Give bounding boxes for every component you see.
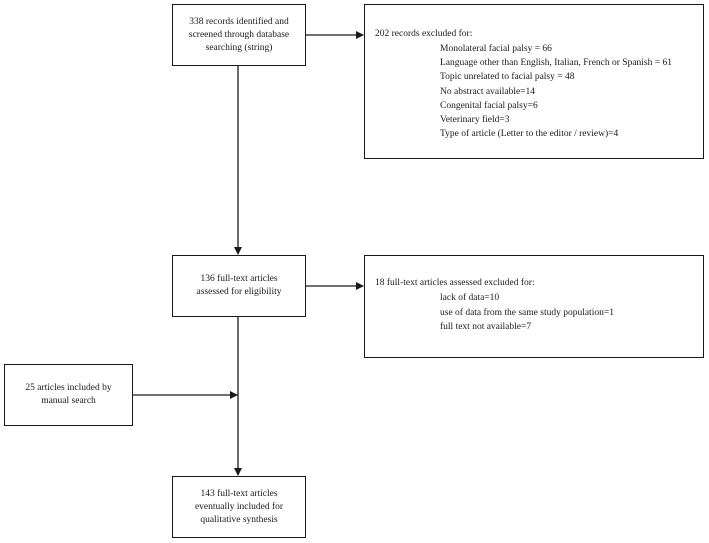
fulltext-assessed-line-1: 136 full-text articles (200, 274, 278, 284)
records-excluded-box: 202 records excluded for: Monolateral fa… (364, 4, 704, 159)
included-studies-box: 143 full-text articles eventually includ… (172, 476, 306, 538)
records-excluded-reasons: Monolateral facial palsy = 66 Language o… (440, 42, 672, 141)
excluded-reason-topic: Topic unrelated to facial palsy = 48 (440, 72, 575, 83)
fulltext-excluded-heading: 18 full-text articles assessed excluded … (375, 278, 535, 288)
manual-search-box: 25 articles included by manual search (4, 364, 133, 426)
records-identified-line-1: 338 records identified and (189, 16, 289, 27)
fulltext-excluded-box: 18 full-text articles assessed excluded … (364, 255, 704, 358)
included-studies-line-2: eventually included for (194, 501, 284, 512)
fulltext-excluded-reasons: lack of data=10 use of data from the sam… (440, 291, 614, 335)
fulltext-assessed-box: 136 full-text articles assessed for elig… (172, 255, 306, 317)
fulltext-reason-same-population: use of data from the same study populati… (440, 307, 614, 318)
records-excluded-heading: 202 records excluded for: (375, 29, 473, 39)
excluded-reason-veterinary: Veterinary field=3 (440, 115, 510, 126)
fulltext-reason-lack-of-data: lack of data=10 (440, 293, 500, 303)
included-studies-line-1: 143 full-text articles (200, 488, 278, 499)
excluded-reason-congenital: Congenital facial palsy=6 (440, 100, 538, 111)
records-identified-line-3: searching (string) (205, 42, 273, 53)
manual-search-line-1: 25 articles included by (25, 383, 112, 393)
fulltext-assessed-line-2: assessed for eligibility (196, 287, 282, 297)
records-identified-line-2: screened through database (188, 29, 290, 40)
excluded-reason-article-type: Type of article (Letter to the editor / … (440, 129, 619, 140)
fulltext-reason-not-available: full text not available=7 (440, 322, 532, 332)
excluded-reason-language: Language other than English, Italian, Fr… (440, 58, 672, 69)
included-studies-line-3: qualitative synthesis (200, 514, 278, 525)
records-identified-box: 338 records identified and screened thro… (172, 4, 306, 66)
excluded-reason-no-abstract: No abstract available=14 (440, 86, 536, 97)
excluded-reason-monolateral: Monolateral facial palsy = 66 (440, 44, 552, 54)
manual-search-line-2: manual search (41, 396, 96, 406)
